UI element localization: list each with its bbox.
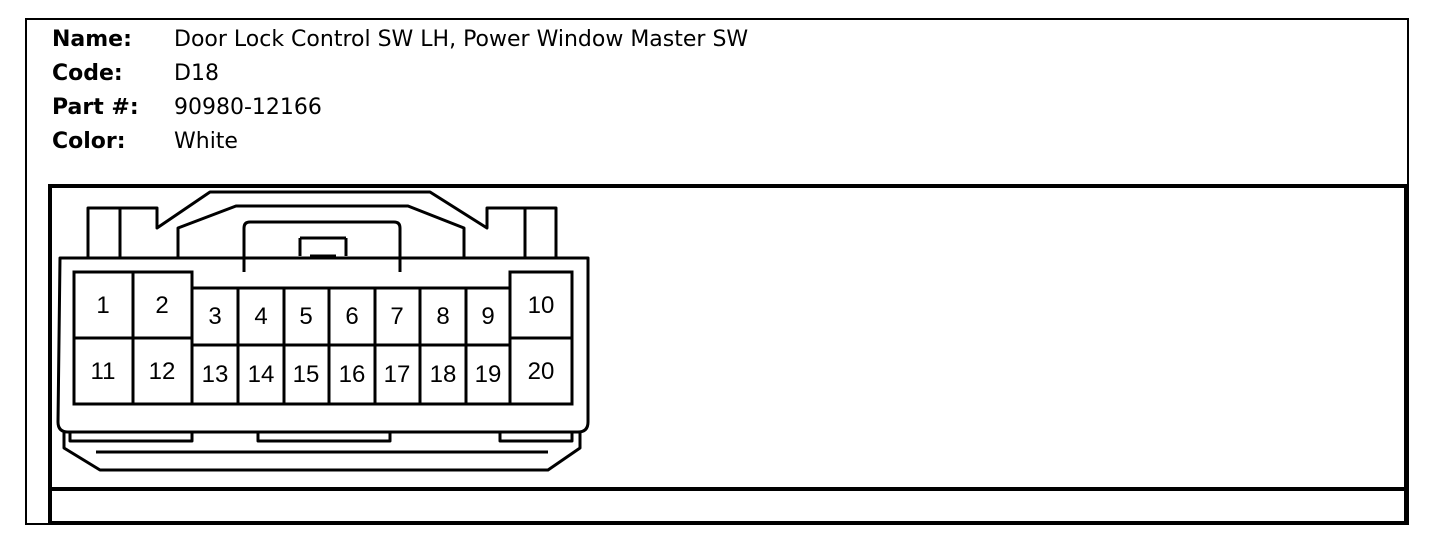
- pin-labels: 1 2 3 4 5 6 7 8 9 10 11 12 13 14 15 16 1…: [91, 292, 555, 388]
- pin-18: 18: [430, 361, 457, 388]
- pin-11: 11: [91, 358, 116, 385]
- code-label: Code:: [52, 61, 123, 86]
- housing-top-outline: [86, 190, 558, 258]
- latch-recess: [242, 220, 402, 272]
- housing-skirt: [62, 432, 582, 472]
- connector-housing: [56, 190, 590, 472]
- pin-17: 17: [384, 361, 411, 388]
- pin-2: 2: [155, 292, 168, 319]
- housing-body: [56, 256, 590, 434]
- housing-inner-hood: [176, 204, 466, 258]
- skirt-right-rib: [498, 432, 574, 443]
- name-label: Name:: [52, 27, 132, 52]
- pin-4: 4: [254, 303, 267, 330]
- diagram-frame: [48, 184, 1408, 525]
- pin-16: 16: [339, 361, 366, 388]
- part-value: 90980-12166: [174, 95, 322, 120]
- pin-19: 19: [475, 361, 502, 388]
- pin-10: 10: [528, 292, 555, 319]
- pin-6: 6: [345, 303, 358, 330]
- skirt-center-rib: [256, 432, 392, 443]
- code-value: D18: [174, 61, 219, 86]
- pin-13: 13: [202, 361, 229, 388]
- name-value: Door Lock Control SW LH, Power Window Ma…: [174, 27, 749, 52]
- pin-8: 8: [436, 303, 449, 330]
- color-label: Color:: [52, 129, 126, 154]
- pin-grid: [72, 270, 574, 406]
- pin-3: 3: [208, 303, 221, 330]
- part-label: Part #:: [52, 95, 139, 120]
- pin-5: 5: [299, 303, 312, 330]
- pin-15: 15: [293, 361, 320, 388]
- pin-9: 9: [481, 303, 494, 330]
- pin-20: 20: [528, 358, 555, 385]
- pin-7: 7: [390, 303, 403, 330]
- pin-12: 12: [149, 358, 176, 385]
- skirt-left-rib: [68, 432, 194, 443]
- pin-14: 14: [248, 361, 275, 388]
- lock-tab: [298, 236, 348, 258]
- pin-1: 1: [96, 292, 109, 319]
- color-value: White: [174, 129, 238, 154]
